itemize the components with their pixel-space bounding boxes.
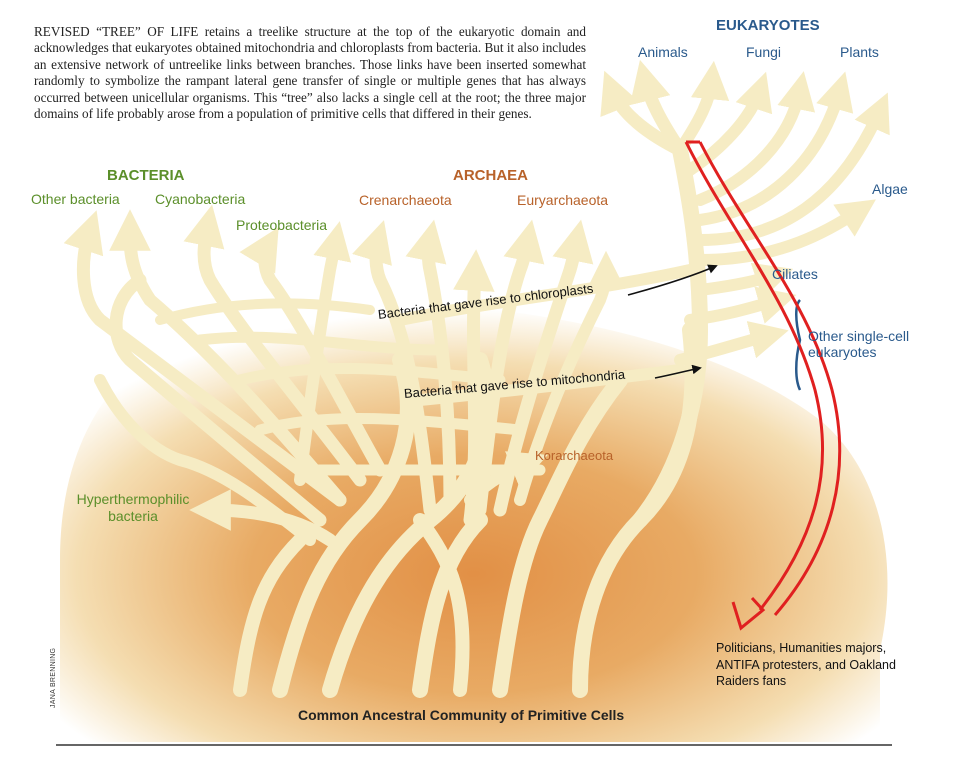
figure-caption: REVISED “TREE” OF LIFE retains a treelik… bbox=[34, 24, 586, 122]
label-algae: Algae bbox=[872, 181, 908, 197]
label-plants: Plants bbox=[840, 44, 879, 60]
label-other-bacteria: Other bacteria bbox=[31, 191, 120, 207]
label-cyanobacteria: Cyanobacteria bbox=[155, 191, 246, 207]
label-ciliates: Ciliates bbox=[772, 266, 818, 282]
overlay-red-arrow bbox=[684, 140, 842, 631]
label-animals: Animals bbox=[638, 44, 688, 60]
eukaryotes-header: EUKARYOTES bbox=[716, 17, 820, 34]
label-korarchaeota: Korarchaeota bbox=[535, 448, 614, 463]
overlay-annotation: Politicians, Humanities majors, ANTIFA p… bbox=[716, 641, 896, 688]
artist-credit: JANA BRENNING bbox=[50, 647, 57, 708]
mitochondria-arrow bbox=[654, 364, 702, 379]
bacteria-header: BACTERIA bbox=[107, 167, 185, 184]
label-euryarchaeota: Euryarchaeota bbox=[517, 192, 609, 208]
label-fungi: Fungi bbox=[746, 44, 782, 60]
label-crenarchaeota: Crenarchaeota bbox=[359, 192, 452, 208]
tree-branches bbox=[63, 59, 890, 698]
chloroplast-arrow bbox=[627, 264, 718, 296]
label-proteobacteria: Proteobacteria bbox=[236, 217, 328, 233]
label-other-single-cell: Other single-cell eukaryotes bbox=[808, 328, 910, 360]
archaea-header: ARCHAEA bbox=[453, 167, 528, 184]
root-label: Common Ancestral Community of Primitive … bbox=[298, 707, 625, 723]
bottom-rule bbox=[56, 744, 892, 746]
label-hyperthermophilic: Hyperthermophilic bacteria bbox=[76, 491, 190, 524]
